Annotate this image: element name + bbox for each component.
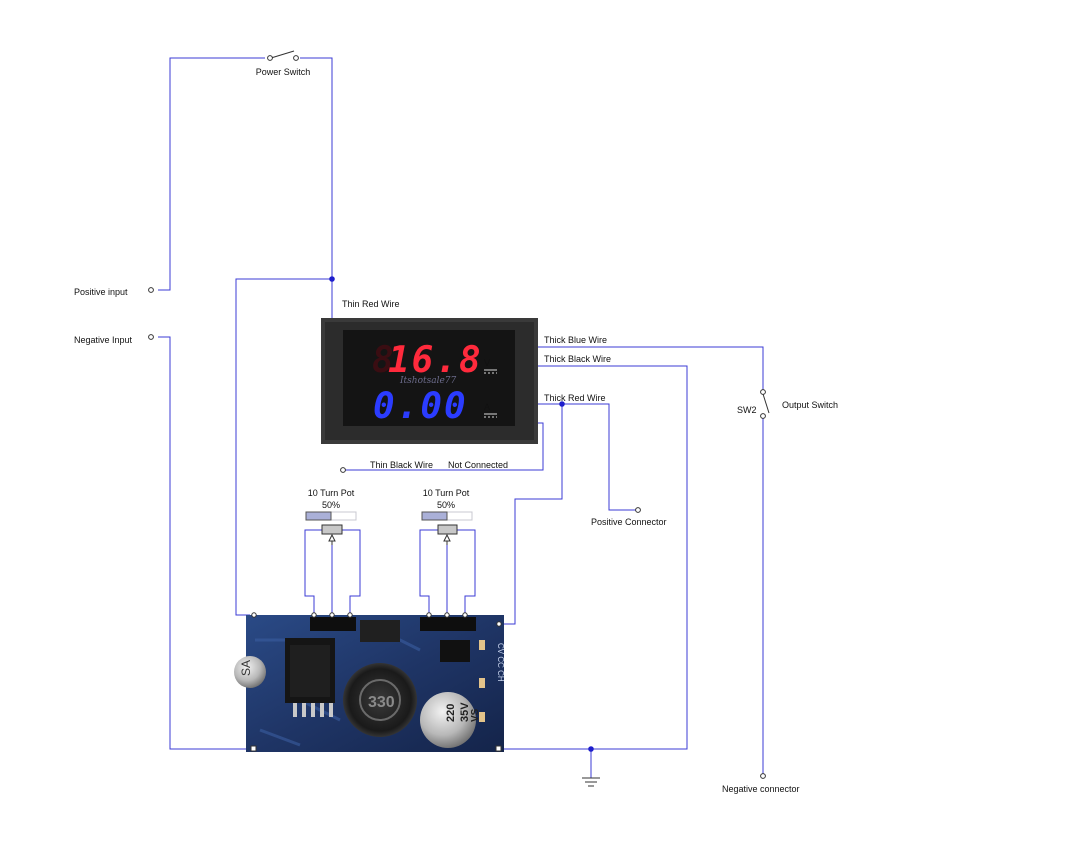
current-reading: 0.00: [373, 386, 468, 427]
wire-pot2-left: [419, 529, 438, 615]
ground-symbol: [582, 777, 600, 787]
inductor: [343, 663, 417, 737]
wire-pot1-right: [342, 529, 361, 615]
potentiometer-1[interactable]: 10 Turn Pot 50%: [305, 488, 357, 545]
svg-text:SA: SA: [239, 660, 253, 676]
junction-dot: [559, 401, 565, 407]
potentiometer-2[interactable]: 10 Turn Pot 50%: [421, 488, 473, 545]
thin-black-wire-terminal[interactable]: [340, 467, 346, 473]
junction-dot: [329, 276, 335, 282]
svg-text:8: 8: [372, 340, 394, 381]
buck-converter-board: SA 330 220 35V VS CV CC CH: [234, 615, 505, 752]
board-pin[interactable]: [251, 612, 257, 618]
cap-marking-vs: VS: [470, 708, 481, 722]
wire-thick-red-connector: [538, 403, 637, 511]
wire-negative-input: [158, 336, 250, 750]
negative-input-terminal[interactable]: Negative Input: [74, 334, 154, 345]
positive-connector[interactable]: Positive Connector: [591, 507, 667, 527]
pot1-setting: 50%: [322, 500, 340, 510]
volt-amp-meter: 8 16.8 V Itshotsale77 0.00 A: [321, 318, 538, 444]
pot1-level-fill: [305, 511, 332, 521]
wire-pot1-left: [304, 529, 322, 615]
meter-watermark: Itshotsale77: [399, 376, 457, 386]
voltage-reading: 16.8: [388, 340, 483, 381]
wire-thick-blue: [538, 346, 764, 390]
current-unit: A: [484, 402, 490, 412]
svg-text:330: 330: [368, 694, 395, 711]
board-pin[interactable]: [495, 745, 502, 752]
junction-dots: [329, 276, 594, 752]
negative-connector[interactable]: Negative connector: [722, 773, 800, 794]
board-pin[interactable]: [496, 621, 502, 627]
pot2-body: [437, 524, 458, 535]
meter-display: [343, 330, 515, 426]
wire-thick-red-board: [500, 404, 563, 625]
voltage-unit: V: [484, 358, 490, 368]
wire-board-feed: [235, 278, 332, 616]
pot2-level-fill: [421, 511, 448, 521]
cap-marking-35v: 35V: [459, 702, 471, 722]
pot2-wiper-arrow: [443, 533, 451, 542]
board-side-marking: CV CC CH: [496, 643, 505, 682]
board-pin[interactable]: [347, 612, 353, 618]
output-switch[interactable]: SW2 Output Switch: [737, 389, 838, 419]
board-pins: [250, 612, 502, 752]
board-pin[interactable]: [250, 745, 257, 752]
pot2-title: 10 Turn Pot: [423, 488, 470, 498]
pot1-title: 10 Turn Pot: [308, 488, 355, 498]
thick-black-wire-label: Thick Black Wire: [544, 354, 611, 364]
positive-input-terminal[interactable]: Positive input: [74, 287, 154, 297]
wire-pot2-right: [457, 529, 476, 615]
thin-red-wire-label: Thin Red Wire: [342, 299, 400, 309]
capacitor-large: [420, 692, 476, 748]
wire-positive-input: [158, 57, 265, 291]
thick-blue-wire-label: Thick Blue Wire: [544, 335, 607, 345]
power-switch-label: Power Switch: [256, 67, 311, 77]
pot1-wiper-arrow: [328, 533, 336, 542]
pot2-setting: 50%: [437, 500, 455, 510]
led-ch: [479, 712, 485, 722]
board-pin[interactable]: [462, 612, 468, 618]
thick-red-wire-label: Thick Red Wire: [544, 393, 606, 403]
board-pin[interactable]: [311, 612, 317, 618]
negative-connector-label: Negative connector: [722, 784, 800, 794]
not-connected-label: Not Connected: [448, 460, 508, 470]
sw2-label: SW2: [737, 405, 757, 415]
led-cc: [479, 678, 485, 688]
output-switch-label: Output Switch: [782, 400, 838, 410]
positive-connector-label: Positive Connector: [591, 517, 667, 527]
board-pin[interactable]: [444, 612, 450, 618]
junction-dot: [588, 746, 594, 752]
positive-input-label: Positive input: [74, 287, 128, 297]
negative-input-label: Negative Input: [74, 335, 133, 345]
capacitor-small: [234, 656, 266, 688]
cap-marking-220: 220: [445, 704, 457, 722]
wire-power-switch-out: [300, 57, 333, 279]
pot1-body: [321, 524, 343, 535]
board-pin[interactable]: [329, 612, 335, 618]
board-pin[interactable]: [426, 612, 432, 618]
power-switch[interactable]: Power Switch: [256, 50, 311, 77]
thin-black-wire-label: Thin Black Wire: [370, 460, 433, 470]
led-cv: [479, 640, 485, 650]
